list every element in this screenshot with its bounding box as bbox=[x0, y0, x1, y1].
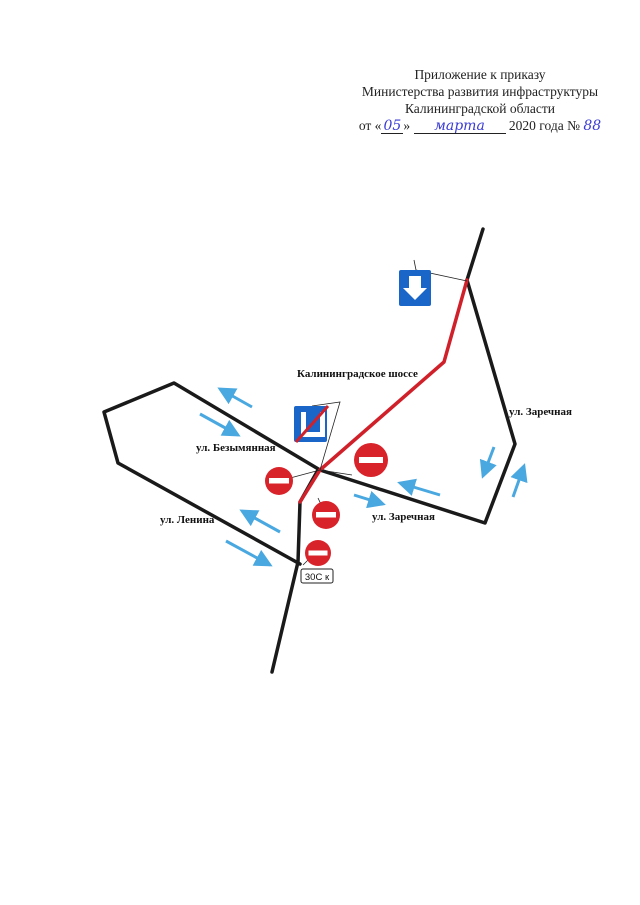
region-name: Калининградской области bbox=[404, 101, 556, 116]
street-label-lenina: ул. Ленина bbox=[160, 514, 215, 526]
road-network bbox=[102, 227, 517, 674]
ministry-name: Министерства развития инфраструктуры bbox=[361, 84, 599, 99]
detour-arrows bbox=[199, 387, 528, 567]
date-prefix: от « bbox=[358, 118, 382, 133]
arrow-lenina-north bbox=[239, 509, 281, 534]
date-mid: » bbox=[403, 118, 411, 133]
arrow-zarechnaya-east bbox=[353, 490, 386, 509]
arrow-bezymyannaya-in bbox=[199, 412, 241, 437]
arrow-lenina-south bbox=[225, 539, 273, 567]
handwritten-order-number: 88 bbox=[583, 118, 602, 134]
closed-route-kaliningrad-highway bbox=[298, 278, 469, 504]
weight-sign-text: 30С к bbox=[305, 572, 330, 583]
arrow-zarechnaya-north bbox=[510, 463, 528, 498]
no-entry-sign-icon bbox=[305, 540, 331, 566]
street-label-kaliningrad-highway: Калининградское шоссе bbox=[297, 368, 418, 380]
road-zarechnaya-loop bbox=[318, 278, 517, 525]
street-label-zarechnaya-bottom: ул. Заречная bbox=[372, 511, 435, 523]
no-entry-sign-icon bbox=[265, 467, 293, 495]
arrow-zarechnaya-south bbox=[479, 446, 497, 479]
date-suffix: 2020 года № bbox=[508, 118, 580, 133]
weight-restriction-plate: 30С к bbox=[300, 568, 334, 584]
order-date-line: от «05» марта 2020 года № 88 bbox=[330, 117, 630, 135]
cancelled-lane-sign-icon bbox=[294, 405, 330, 443]
arrow-zarechnaya-west bbox=[397, 478, 441, 497]
no-entry-sign-icon bbox=[312, 501, 340, 529]
street-label-zarechnaya-right: ул. Заречная bbox=[509, 406, 572, 418]
order-appendix-header: Приложение к приказу Министерства развит… bbox=[330, 66, 630, 135]
handwritten-month: марта bbox=[413, 119, 506, 134]
no-entry-sign-icon bbox=[354, 443, 388, 477]
arrow-bezymyannaya-out bbox=[217, 387, 253, 409]
handwritten-day: 05 bbox=[381, 119, 404, 134]
street-label-bezymyannaya: ул. Безымянная bbox=[196, 442, 276, 454]
road-bezymyannaya-loop bbox=[102, 381, 322, 566]
appendix-title: Приложение к приказу bbox=[414, 67, 546, 82]
direction-sign-icon bbox=[399, 270, 431, 306]
road-north bbox=[465, 227, 485, 282]
